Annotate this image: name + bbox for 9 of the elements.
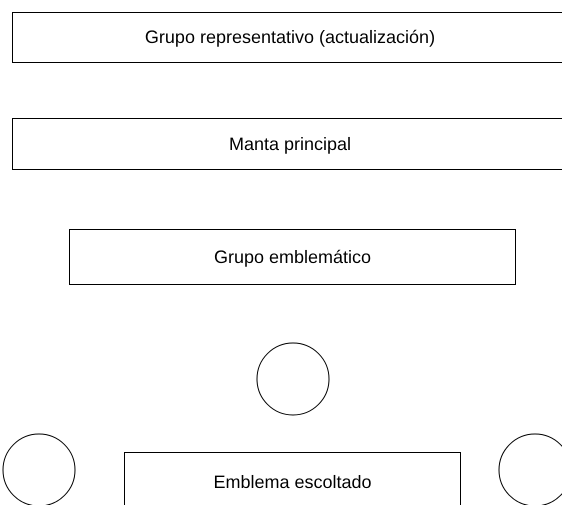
box-label: Manta principal <box>228 134 352 154</box>
formation-box <box>12 118 562 170</box>
box-label: Emblema escoltado <box>213 472 372 492</box>
formation-box <box>69 229 516 285</box>
box-label: Grupo representativo (actualización) <box>144 27 436 48</box>
formation-box <box>12 12 562 63</box>
box-label: Grupo emblemático <box>214 246 372 268</box>
circle-marker <box>256 342 330 416</box>
formation-box <box>124 452 461 505</box>
